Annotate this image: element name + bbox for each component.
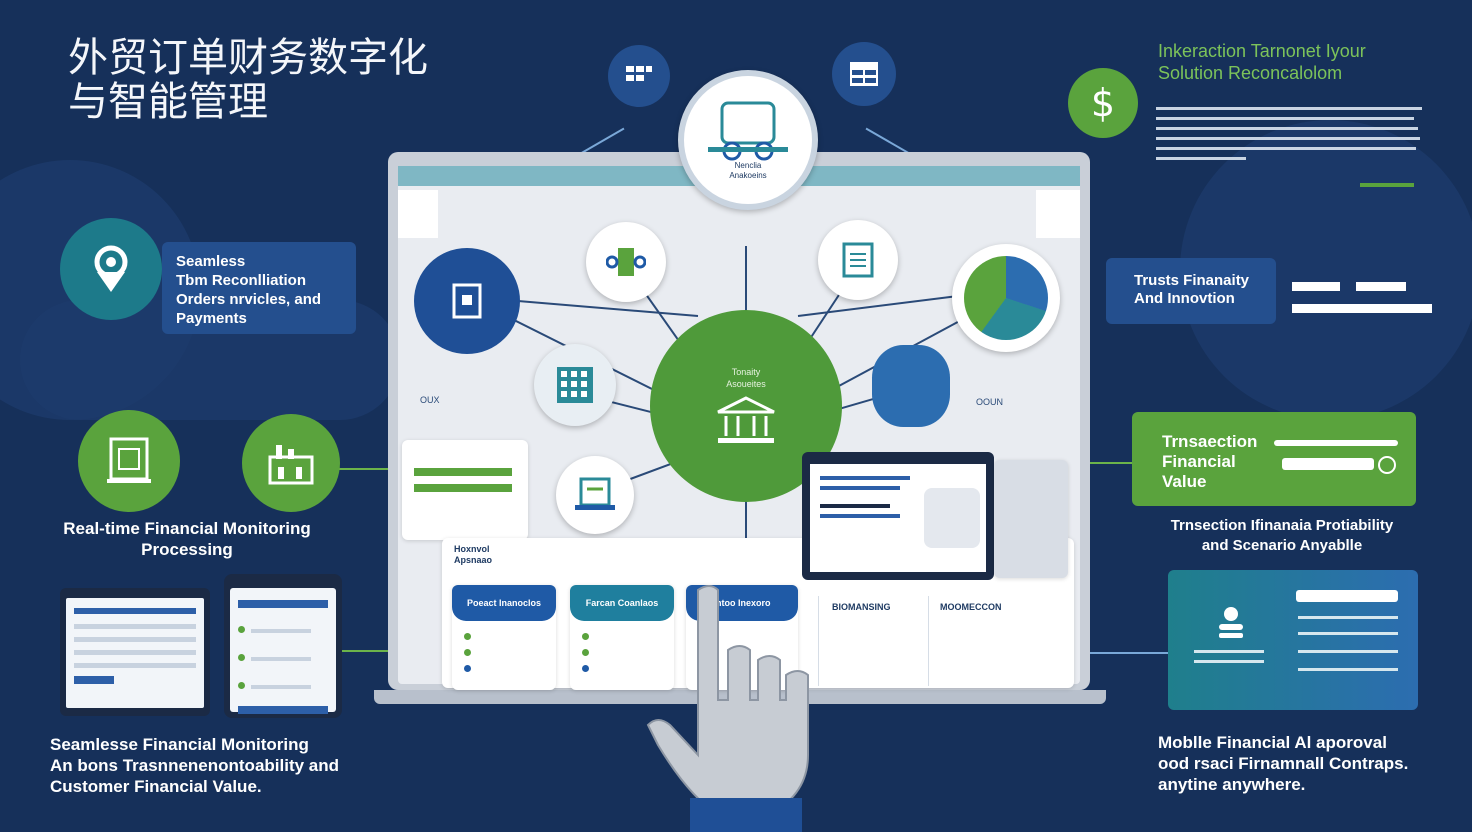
connector-line: [340, 650, 400, 652]
hand-pointer-icon: [646, 585, 809, 832]
title-line-1: 外贸订单财务数字化: [68, 35, 428, 81]
connector-line: [330, 468, 390, 470]
white-bar: [1292, 304, 1432, 313]
caption-line-1: Seamlesse Financial Monitoring: [50, 735, 309, 754]
screen-panel: [994, 460, 1068, 578]
box-line-1: Seamless: [176, 253, 246, 270]
server-icon: [708, 101, 788, 161]
transaction-panel: Trnsaection Financial Value: [1132, 412, 1416, 506]
box-line-2: Tbm Reconlliation: [176, 272, 307, 289]
user-icon: [1219, 607, 1243, 638]
right-caption: Trnsection Ifinanaia Protiability and Sc…: [1150, 516, 1414, 556]
blue-node: [872, 345, 950, 427]
building-node: [534, 344, 616, 426]
screen-label-left: OUX: [420, 395, 440, 405]
bottom-left-caption: Seamlesse Financial Monitoring An bons T…: [50, 734, 360, 797]
invoice-node: [556, 456, 634, 534]
table-header: BIOMANSING: [832, 602, 891, 612]
factory-icon: [242, 414, 340, 512]
document-icon: [78, 410, 180, 512]
toggle-field[interactable]: [1282, 458, 1374, 470]
node-label: Nenclia: [734, 161, 762, 170]
toggle-icon[interactable]: [1378, 456, 1396, 474]
table-icon: [832, 42, 896, 106]
caption-line-2: An bons Trasnnenenontoability and: [50, 756, 340, 775]
approval-field[interactable]: [1296, 590, 1398, 602]
screen-side-widget: [398, 190, 438, 238]
caption-line-3: Customer Financial Value.: [50, 777, 262, 796]
white-bar: [1356, 282, 1406, 291]
caption-line-2: Processing: [141, 540, 233, 559]
table-divider: [928, 596, 929, 686]
page-title: 外贸订单财务数字化 与智能管理: [68, 36, 428, 124]
table-divider: [818, 596, 819, 686]
box-line-2: And Innovtion: [1134, 290, 1235, 307]
title-line-2: 与智能管理: [68, 79, 268, 125]
panel-line-2: Financial: [1162, 452, 1236, 471]
phone-device: [224, 574, 342, 718]
safe-icon: [414, 248, 520, 354]
tools-node: [586, 222, 666, 302]
caption-line-2: and Scenario Anyablle: [1201, 537, 1363, 554]
connector-line: [1090, 652, 1170, 654]
panel-title: Apsnaao: [454, 555, 493, 565]
dollar-icon: $: [1068, 68, 1138, 138]
screen-panel: [402, 440, 528, 540]
summary-card[interactable]: Farcan Coanlaos: [570, 585, 674, 690]
screen-side-widget: [1036, 190, 1080, 238]
box-line-4: Payments: [176, 310, 247, 327]
caption-line-2: ood rsaci Firnamnall Contraps.: [1158, 754, 1409, 773]
top-network-node: Nenclia Anakoeins: [678, 70, 818, 210]
white-bar: [1274, 440, 1398, 446]
heading-line-2: Solution Reconcalolom: [1158, 63, 1343, 83]
top-right-heading: Inkeraction Tarnonet Iyour Solution Reco…: [1158, 40, 1366, 84]
location-pin-icon: [60, 218, 162, 320]
hub-label: Asoueites: [726, 379, 766, 389]
screen-label-right: OOUN: [976, 397, 1003, 407]
mobile-approval-panel: [1168, 570, 1418, 710]
panel-line-1: Trnsaection: [1162, 432, 1258, 451]
box-line-3: Orders nrvicles, and: [176, 291, 322, 308]
accent-dash: [1360, 183, 1414, 187]
caption-line-1: Moblle Financial Al aporoval: [1158, 733, 1387, 752]
reconciliation-box: Seamless Tbm Reconlliation Orders nrvicl…: [162, 242, 356, 334]
panel-title: Hoxnvol: [454, 544, 490, 554]
box-line-1: Trusts Finanaity: [1134, 272, 1250, 289]
monitoring-caption: Real-time Financial Monitoring Processin…: [62, 518, 312, 560]
pie-chart-node: [952, 244, 1060, 352]
trust-box: Trusts Finanaity And Innovtion: [1106, 258, 1276, 324]
top-right-paragraph: [1156, 100, 1422, 167]
caption-line-1: Real-time Financial Monitoring: [63, 519, 311, 538]
card-header: Farcan Coanlaos: [570, 585, 674, 621]
caption-line-1: Trnsection Ifinanaia Protiability: [1170, 517, 1394, 534]
panel-line-3: Value: [1162, 472, 1207, 491]
grid-icon: [608, 45, 670, 107]
white-bar: [1292, 282, 1340, 291]
card-header: Poeact Inanoclos: [452, 585, 556, 621]
bank-icon: [717, 396, 775, 443]
summary-card[interactable]: Poeact Inanoclos: [452, 585, 556, 690]
report-node: [818, 220, 898, 300]
heading-line-1: Inkeraction Tarnonet Iyour: [1158, 41, 1366, 61]
table-header: MOOMECCON: [940, 602, 1002, 612]
bottom-right-caption: Moblle Financial Al aporoval ood rsaci F…: [1158, 732, 1458, 795]
caption-line-3: anytine anywhere.: [1158, 775, 1306, 794]
connector-line: [1090, 462, 1134, 464]
hub-label: Tonaity: [731, 367, 761, 377]
laptop-device: [60, 588, 210, 716]
tablet-device: [802, 452, 994, 580]
node-label: Anakoeins: [729, 171, 767, 180]
